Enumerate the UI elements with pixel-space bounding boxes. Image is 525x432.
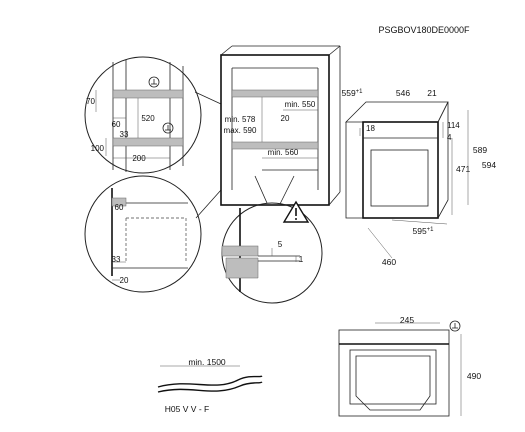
ground-symbol-icon: [162, 122, 174, 134]
ground-symbol-icon: [148, 76, 160, 88]
dim-471: 471: [456, 164, 470, 174]
dim-20-b: 20: [120, 276, 129, 285]
dim-595: 595+1: [412, 226, 434, 236]
callout-line: [195, 189, 222, 219]
cable-length: min. 1500: [188, 357, 226, 367]
dim-490: 490: [467, 371, 481, 381]
dim-594: 594: [482, 160, 496, 170]
dim-4: 4: [447, 133, 452, 142]
cable-illustration: min. 1500 H05 V V - F: [157, 357, 263, 414]
ground-symbol-icon: [449, 320, 461, 332]
dim-20-cab: 20: [281, 114, 290, 123]
oven: 559+1 546 21 18 114 4 471 589 594 595+1 …: [341, 88, 496, 267]
dim-460: 460: [382, 257, 396, 267]
dim-559: 559+1: [341, 88, 363, 98]
dim-200: 200: [132, 154, 146, 163]
dim-60-b: 60: [115, 203, 124, 212]
oven-side-view: 245 490: [338, 315, 481, 417]
dim-21: 21: [427, 88, 437, 98]
dim-245: 245: [400, 315, 414, 325]
dim-min-560: min. 560: [268, 148, 299, 157]
callout-line: [194, 91, 222, 105]
dim-520: 520: [141, 114, 155, 123]
dim-18: 18: [366, 124, 375, 133]
dim-70: 70: [86, 97, 95, 106]
cable-type: H05 V V - F: [165, 404, 209, 414]
dim-589: 589: [473, 145, 487, 155]
dim-33-b: 33: [112, 255, 121, 264]
detail-circle: 5 1: [221, 175, 323, 304]
dim-114: 114: [447, 121, 460, 130]
dim-60: 60: [112, 120, 121, 129]
warning-triangle-icon: [282, 200, 310, 223]
dim-5: 5: [278, 240, 283, 249]
dim-min-550: min. 550: [285, 100, 316, 109]
model-code: PSGBOV180DE0000F: [378, 25, 470, 35]
dim-546: 546: [396, 88, 410, 98]
zoom-circle-bottom: 60 33 20: [84, 175, 202, 293]
dim-33: 33: [120, 130, 129, 139]
dim-min-578: min. 578: [225, 115, 256, 124]
cabinet: min. 550 20 min. 578 max. 590 min. 560: [220, 45, 341, 206]
dim-100: 100: [91, 144, 105, 153]
zoom-circle-top: 70 60 520 33 100 200: [84, 56, 202, 174]
dim-1: 1: [299, 255, 304, 264]
dim-max-590: max. 590: [224, 126, 257, 135]
